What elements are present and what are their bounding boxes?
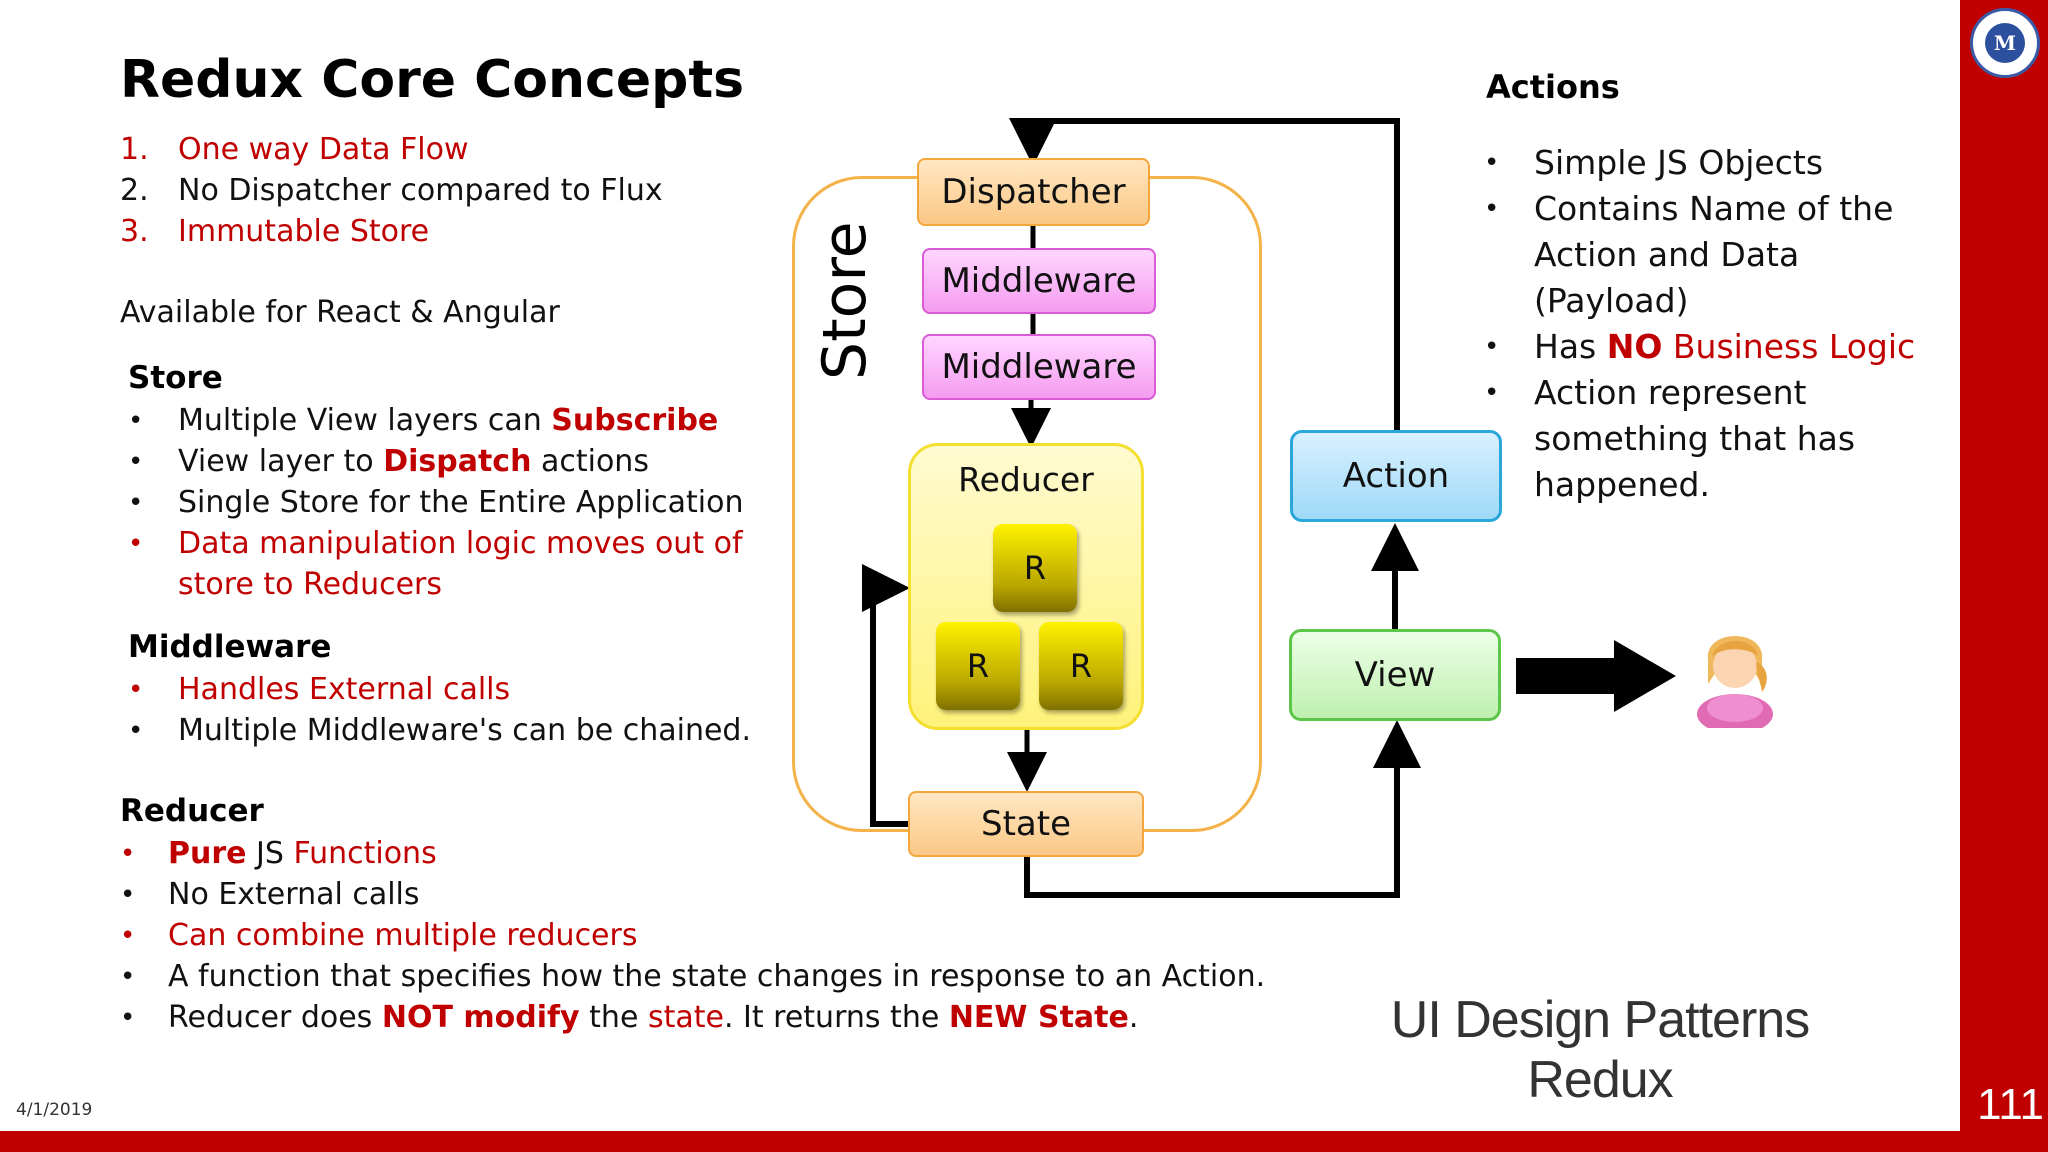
action-to-dispatcher-line xyxy=(1009,118,1400,432)
reducer-item-text: . xyxy=(1128,1000,1139,1035)
middleware-box: Middleware xyxy=(922,248,1156,314)
store-item-text: actions xyxy=(531,444,649,479)
view-to-user-arrow xyxy=(1516,640,1676,712)
middleware-box: Middleware xyxy=(922,334,1156,400)
reducer-heading: Reducer xyxy=(120,793,264,829)
principle-number: 2. xyxy=(120,173,149,208)
view-box: View xyxy=(1289,629,1501,721)
store-heading: Store xyxy=(128,360,223,396)
footer-title-line: UI Design Patterns xyxy=(1390,991,1810,1049)
middleware-item-text: Handles External calls xyxy=(178,672,511,707)
principle-text: Immutable Store xyxy=(178,214,430,249)
store-item-text: View layer to xyxy=(178,444,384,479)
sub-reducer-box: R xyxy=(993,524,1077,612)
state-box: State xyxy=(908,791,1144,857)
bullet-icon: • xyxy=(128,675,144,705)
reducer-item-text: Functions xyxy=(293,836,437,871)
bullet-icon: • xyxy=(128,447,144,477)
principle-number: 3. xyxy=(120,214,149,249)
bullet-icon: • xyxy=(120,1003,136,1033)
bullet-icon: • xyxy=(1484,378,1500,408)
user-icon xyxy=(1690,622,1780,734)
side-accent-bar xyxy=(1960,0,2048,1152)
reducer-item-text: the xyxy=(579,1000,648,1035)
actions-item-text: Contains Name of the xyxy=(1534,189,1894,228)
actions-item-text: happened. xyxy=(1534,465,1710,504)
store-item-text: Single Store for the Entire Application xyxy=(178,485,744,520)
sub-reducer-box: R xyxy=(1039,622,1123,710)
state-to-reducer-line xyxy=(862,564,911,827)
pure-keyword: Pure xyxy=(168,836,247,871)
reducer-item-text: Reducer does xyxy=(168,1000,382,1035)
bullet-icon: • xyxy=(1484,194,1500,224)
bullet-icon: • xyxy=(1484,332,1500,362)
bullet-icon: • xyxy=(1484,148,1500,178)
bullet-icon: • xyxy=(128,529,144,559)
bullet-icon: • xyxy=(120,880,136,910)
actions-item-text: Action and Data xyxy=(1534,235,1800,274)
reducer-item-text: Can combine multiple reducers xyxy=(168,918,638,953)
action-box: Action xyxy=(1290,430,1502,522)
dispatcher-box: Dispatcher xyxy=(917,158,1150,226)
store-label-text: Store xyxy=(810,221,880,380)
bottom-accent-bar xyxy=(0,1131,2048,1152)
middleware-item-text: Multiple Middleware's can be chained. xyxy=(178,713,752,748)
sub-reducer-box: R xyxy=(936,622,1020,710)
actions-item-text: Action represent xyxy=(1534,373,1807,412)
page-number: 111 xyxy=(1977,1080,2044,1129)
middleware-heading: Middleware xyxy=(128,629,332,665)
bullet-icon: • xyxy=(120,839,136,869)
store-item-text: Data manipulation logic moves out of xyxy=(178,526,743,561)
store-item-text: store to Reducers xyxy=(178,567,442,602)
no-keyword: NO xyxy=(1606,327,1663,366)
not-modify-keyword: NOT modify xyxy=(381,1000,580,1035)
actions-heading: Actions xyxy=(1486,68,1620,106)
subscribe-keyword: Subscribe xyxy=(551,403,719,438)
reducer-item-text: . It returns the xyxy=(723,1000,949,1035)
dispatch-keyword: Dispatch xyxy=(383,444,532,479)
slide-date: 4/1/2019 xyxy=(16,1100,93,1120)
slide-title: Redux Core Concepts xyxy=(120,50,745,110)
principle-text: No Dispatcher compared to Flux xyxy=(178,173,663,208)
bullet-icon: • xyxy=(120,962,136,992)
actions-item-text: Simple JS Objects xyxy=(1534,143,1824,182)
principle-number: 1. xyxy=(120,132,149,167)
bullet-icon: • xyxy=(128,716,144,746)
new-state-keyword: NEW State xyxy=(948,1000,1129,1035)
reducer-item-text: JS xyxy=(246,836,294,871)
actions-item-text: Business Logic xyxy=(1662,327,1916,366)
bullet-icon: • xyxy=(120,921,136,951)
footer-title: UI Design Patterns Redux xyxy=(1340,990,1860,1110)
actions-item-text: something that has xyxy=(1534,419,1856,458)
reducer-item-text: A function that specifies how the state … xyxy=(168,959,1266,994)
bullet-icon: • xyxy=(128,488,144,518)
university-logo-icon: M xyxy=(1970,8,2040,78)
store-label: Store xyxy=(810,221,930,380)
actions-item-text: (Payload) xyxy=(1534,281,1689,320)
store-item-text: Multiple View layers can xyxy=(178,403,552,438)
footer-subtitle-line: Redux xyxy=(1527,1051,1673,1109)
reducer-label: Reducer xyxy=(958,460,1094,499)
actions-item-text: Has xyxy=(1534,327,1607,366)
state-keyword: state xyxy=(647,1000,724,1035)
availability-text: Available for React & Angular xyxy=(120,295,560,330)
reducer-item-text: No External calls xyxy=(168,877,420,912)
state-to-view-line xyxy=(1024,720,1421,898)
principle-text: One way Data Flow xyxy=(178,132,469,167)
bullet-icon: • xyxy=(128,406,144,436)
